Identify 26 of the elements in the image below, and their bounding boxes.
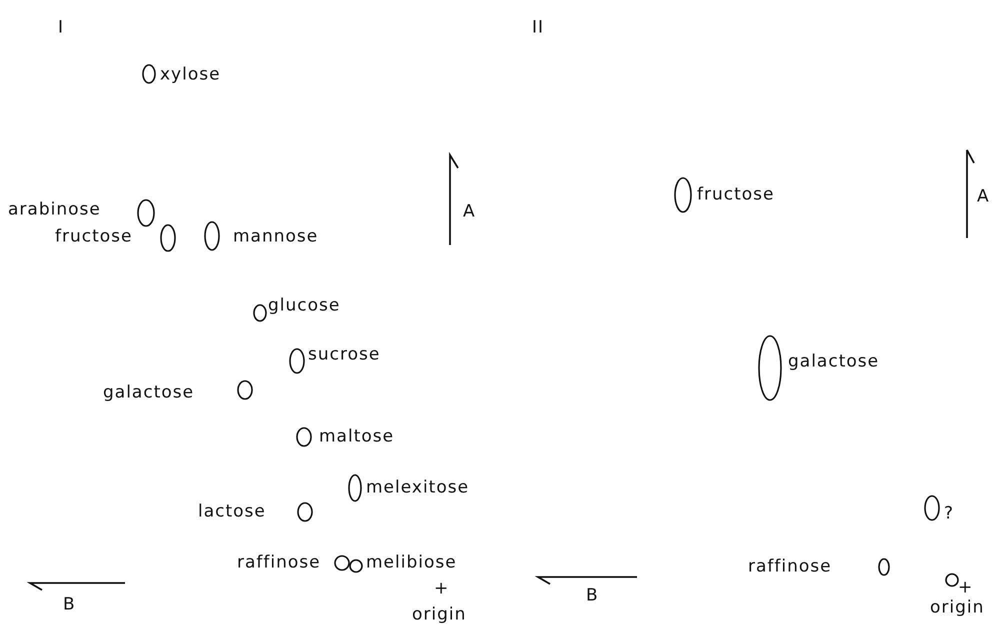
spot-label: xylose: [160, 66, 221, 84]
axis-letter: B: [586, 586, 599, 606]
spot-label: sucrose: [308, 346, 380, 364]
spot-label: arabinose: [8, 200, 101, 220]
spot-label: galactose: [788, 352, 880, 372]
origin-label: origin: [930, 598, 984, 618]
spot-label: maltose: [319, 428, 394, 446]
spot-label: fructose: [697, 186, 774, 204]
spot-label: melibiose: [366, 554, 457, 572]
spot-label: raffinose: [748, 558, 832, 576]
axis-letter: A: [977, 188, 990, 206]
panel-number: II: [532, 18, 544, 38]
origin-mark: +: [958, 578, 974, 598]
axis-letter: B: [63, 596, 76, 614]
spot-label: mannose: [233, 228, 318, 246]
spot-label: melexitose: [366, 478, 470, 498]
spot-label: glucose: [268, 296, 340, 316]
axis-letter: A: [463, 202, 476, 222]
panel-number: I: [58, 18, 64, 38]
spot-label: fructose: [55, 228, 132, 246]
origin-mark: +: [434, 580, 450, 598]
spot-label: raffinose: [237, 554, 321, 572]
spot-label: galactose: [103, 384, 194, 402]
origin-label: origin: [412, 606, 466, 624]
spot-label: ?: [944, 504, 954, 524]
spot-label: lactose: [198, 502, 266, 522]
